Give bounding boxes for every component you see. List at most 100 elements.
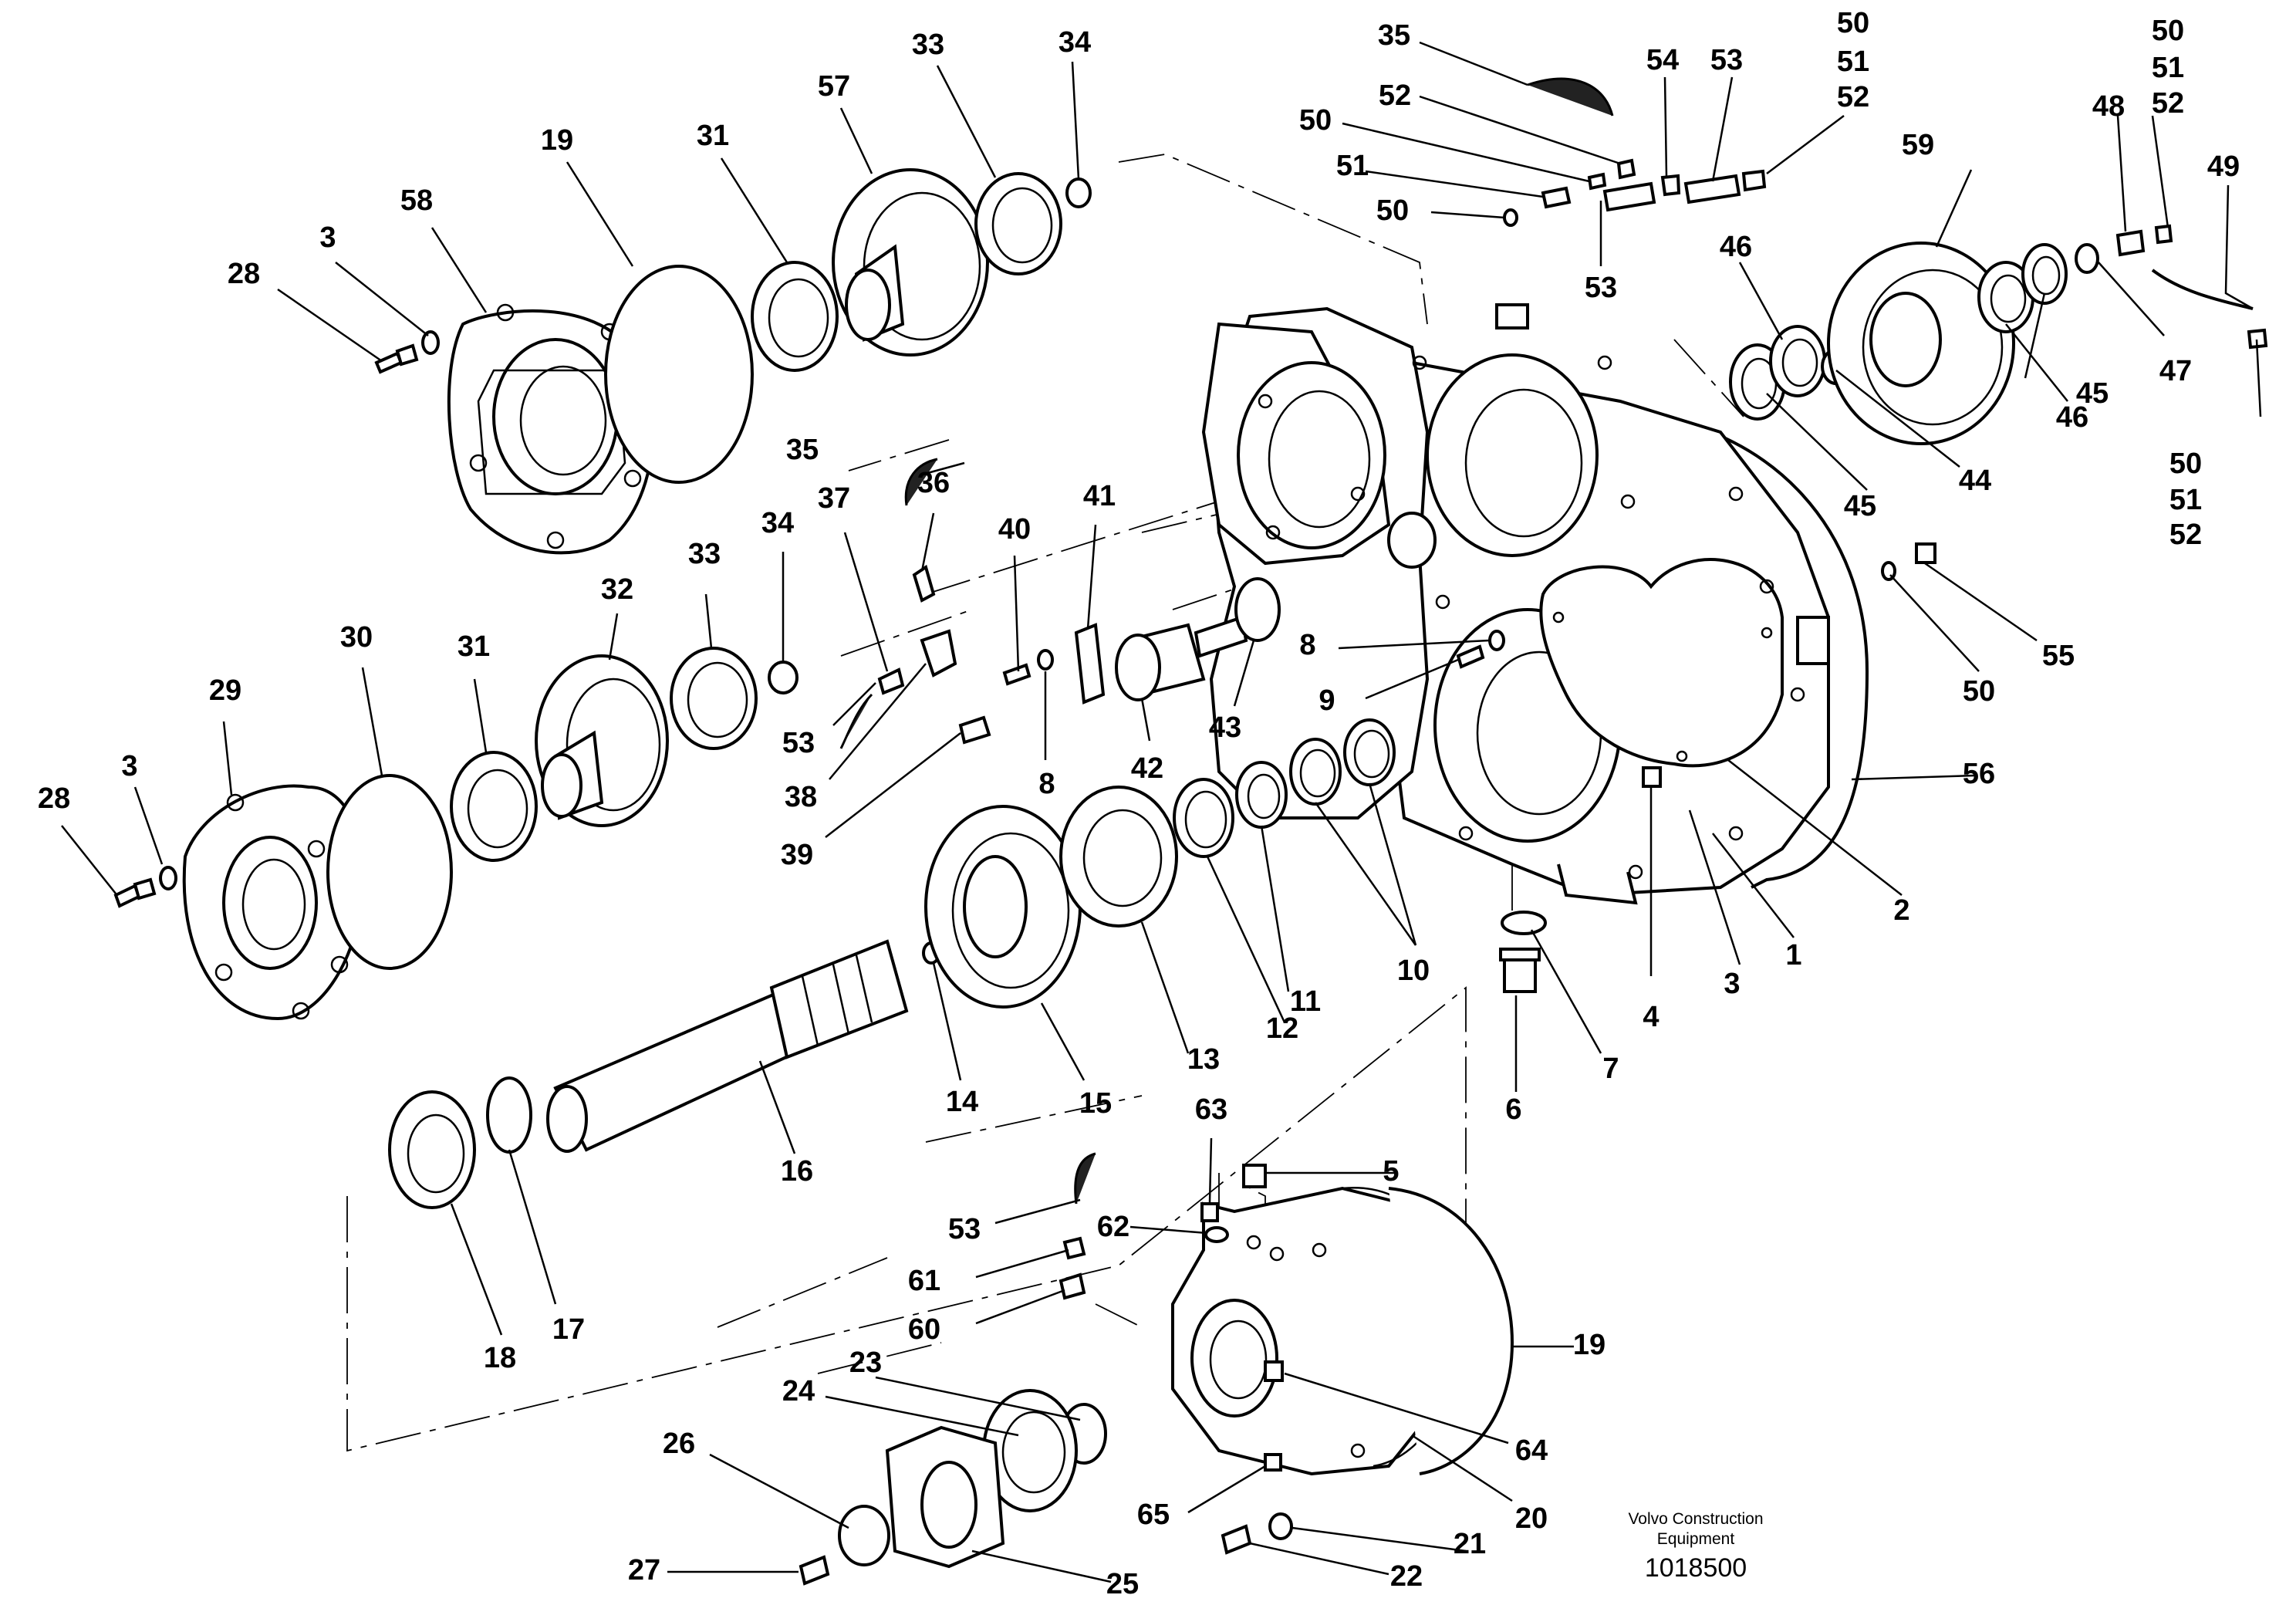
callout-34a: 34 <box>1059 26 1091 59</box>
gear-57 <box>832 168 989 357</box>
callout-45b: 45 <box>1844 490 1876 522</box>
gear-59 <box>1827 242 2015 445</box>
fitting-50-52-right <box>1741 169 1767 192</box>
callout-3b: 3 <box>121 750 137 782</box>
fitting-52 <box>1616 158 1636 180</box>
right-gear-assembly <box>1729 242 2099 445</box>
pipe-53-left <box>1602 181 1656 212</box>
callout-51b: 51 <box>1837 46 1869 78</box>
fitting-61 <box>1062 1236 1086 1260</box>
washer-21 <box>1268 1512 1293 1540</box>
callout-27: 27 <box>628 1554 660 1587</box>
transmission-housing <box>1201 303 1869 905</box>
bearing-45-rear <box>2021 243 2068 305</box>
gear-15 <box>924 805 1082 1009</box>
callout-46b: 46 <box>2056 401 2088 434</box>
hose-53-mid <box>839 693 873 749</box>
callout-50a: 50 <box>1299 104 1332 137</box>
housing-foot <box>1557 863 1638 905</box>
callout-3c: 3 <box>1724 968 1740 1000</box>
callout-18: 18 <box>484 1342 516 1374</box>
callout-53b: 53 <box>1585 272 1617 304</box>
callout-52d: 52 <box>2169 519 2202 551</box>
callout-5: 5 <box>1383 1155 1399 1188</box>
callout-50b: 50 <box>1376 194 1409 227</box>
callout-36: 36 <box>917 467 950 499</box>
seal-10-rear <box>1343 718 1396 786</box>
washer-34-upper <box>1065 177 1092 208</box>
callout-52c: 52 <box>2152 87 2184 120</box>
fitting-60 <box>1059 1272 1086 1300</box>
bearing-33-lower <box>670 647 758 750</box>
callout-41: 41 <box>1083 480 1116 512</box>
callout-60: 60 <box>908 1313 940 1346</box>
bolt-22 <box>1221 1524 1252 1555</box>
bearing-cover-29 <box>182 784 365 1021</box>
callout-25: 25 <box>1106 1568 1139 1600</box>
callout-34b: 34 <box>761 507 794 539</box>
washer-plate-26 <box>838 1505 890 1566</box>
seal-7 <box>1501 911 1547 935</box>
fitting-50-51 <box>1587 172 1607 191</box>
bearing-13 <box>1059 786 1178 928</box>
callout-16: 16 <box>781 1155 813 1188</box>
seal-10-front <box>1289 738 1342 806</box>
callout-51c: 51 <box>2152 52 2184 84</box>
callout-35b: 35 <box>786 434 819 466</box>
callout-6: 6 <box>1505 1093 1521 1126</box>
callout-29: 29 <box>209 674 241 707</box>
callout-49: 49 <box>2207 150 2240 183</box>
bolt-65 <box>1264 1453 1282 1472</box>
housing-bore-upper-right <box>1426 353 1599 557</box>
housing-small-bore <box>1387 512 1437 569</box>
bolt-28-lower <box>113 877 157 908</box>
idler-assembly <box>1002 542 1936 993</box>
hose-53-lower <box>1074 1152 1096 1205</box>
callout-17: 17 <box>552 1313 585 1346</box>
callout-44: 44 <box>1959 465 1991 497</box>
bolt-8-9 <box>1456 630 1505 669</box>
callout-50c: 50 <box>1837 7 1869 39</box>
callout-8a: 8 <box>1038 768 1055 800</box>
washer-8-left <box>1037 649 1054 671</box>
callout-55: 55 <box>2042 640 2075 672</box>
washer-3-upper <box>421 330 440 355</box>
plug-6 <box>1499 948 1541 993</box>
callout-1: 1 <box>1785 939 1801 972</box>
housing-bolt-holes <box>1258 355 1805 880</box>
fitting-50-right-lower <box>2247 328 2268 350</box>
seal-24 <box>982 1389 1078 1512</box>
callout-32: 32 <box>601 573 633 606</box>
callout-65: 65 <box>1137 1499 1170 1531</box>
bolt-28-upper <box>374 343 419 374</box>
callout-9: 9 <box>1319 684 1335 717</box>
tee-38 <box>920 629 957 678</box>
washer-47 <box>2075 243 2099 274</box>
manufacturer-credit: Volvo Construction Equipment 1018500 <box>1628 1510 1763 1583</box>
callout-51d: 51 <box>2169 484 2202 516</box>
washer-3-lower <box>159 866 177 890</box>
callout-31a: 31 <box>697 120 729 152</box>
bolt-4 <box>1642 766 1662 788</box>
callout-63: 63 <box>1195 1093 1227 1126</box>
callout-52a: 52 <box>1379 79 1411 112</box>
document-number: 1018500 <box>1645 1553 1747 1583</box>
callout-4: 4 <box>1643 1001 1659 1033</box>
callout-46a: 46 <box>1720 231 1752 263</box>
callout-20: 20 <box>1515 1502 1548 1535</box>
pipe-53-right <box>1683 174 1741 204</box>
elbow-39 <box>958 715 991 745</box>
credit-line-2: Equipment <box>1657 1530 1735 1548</box>
callout-30: 30 <box>340 621 373 654</box>
plug-5 <box>1242 1164 1267 1188</box>
callout-39: 39 <box>781 839 813 871</box>
callout-57: 57 <box>818 70 850 103</box>
callout-52b: 52 <box>1837 81 1869 113</box>
callout-33b: 33 <box>688 538 721 570</box>
callout-8b: 8 <box>1299 629 1315 661</box>
callout-53d: 53 <box>948 1213 981 1245</box>
seal-ring-19-lower <box>1388 1187 1514 1475</box>
callout-31b: 31 <box>458 630 490 663</box>
gear-32 <box>535 654 669 827</box>
washer-50-upper <box>1503 208 1518 227</box>
